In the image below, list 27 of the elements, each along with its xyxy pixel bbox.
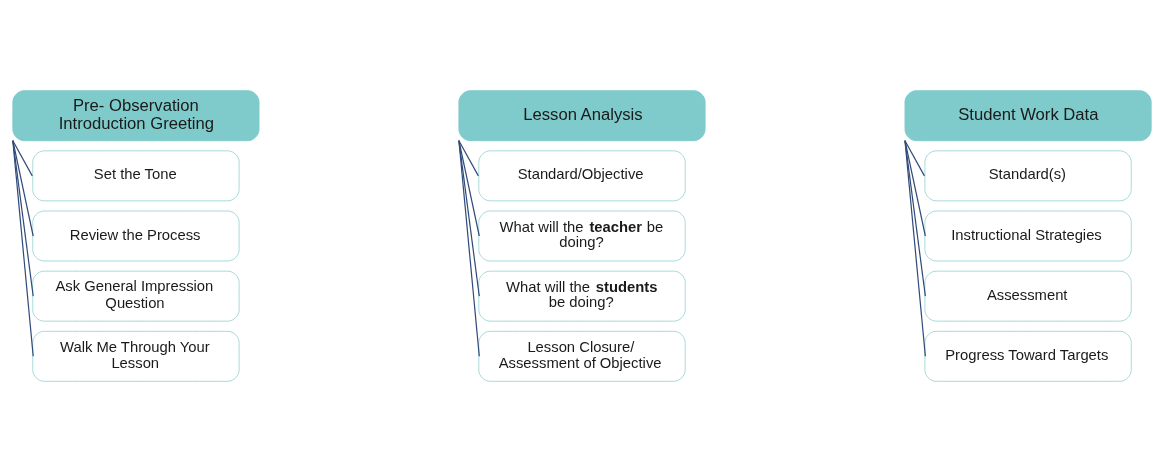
connector <box>904 139 926 357</box>
node-box: Lesson Analysis <box>458 89 706 141</box>
node-box: Instructional Strategies <box>924 210 1132 261</box>
node-box: What will the students be doing? <box>478 270 686 322</box>
node-box: Standard(s) <box>924 149 1132 201</box>
connector <box>12 139 34 237</box>
connector <box>458 139 480 237</box>
connector <box>904 139 926 297</box>
node-box: Assessment <box>924 270 1132 322</box>
connector <box>904 139 926 237</box>
node-box: Lesson Closure/ Assessment of Objective <box>478 330 686 382</box>
connector <box>458 139 480 297</box>
node-box: Student Work Data <box>904 89 1152 141</box>
connector <box>458 139 479 176</box>
node-box: Review the Process <box>32 210 240 261</box>
node-box: What will the teacher be doing? <box>478 210 686 261</box>
connector <box>12 139 33 176</box>
connector <box>12 139 34 297</box>
connector <box>458 139 480 357</box>
connector <box>12 139 34 357</box>
node-box: Progress Toward Targets <box>924 330 1132 382</box>
node-box: Set the Tone <box>32 149 240 201</box>
node-box: Pre- Observation Introduction Greeting <box>12 89 260 141</box>
node-box: Walk Me Through Your Lesson <box>32 330 240 382</box>
node-box: Ask General Impression Question <box>32 270 240 322</box>
node-box: Standard/Objective <box>478 149 686 201</box>
connector <box>904 139 925 176</box>
